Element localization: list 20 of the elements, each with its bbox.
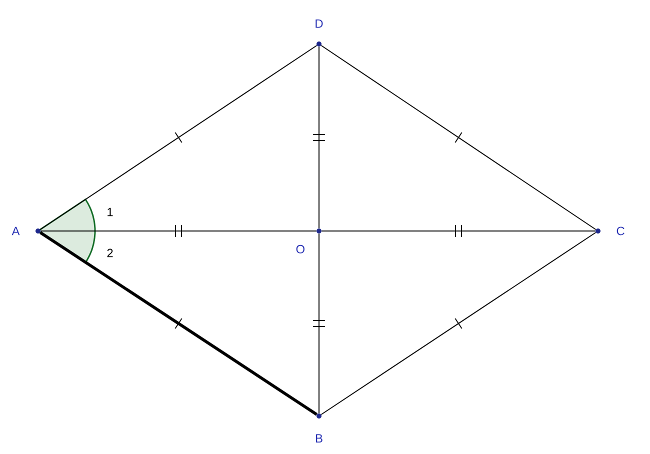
line-segment xyxy=(318,46,320,229)
line-segment xyxy=(40,45,318,230)
node-label: A xyxy=(12,226,20,236)
node-label: D xyxy=(316,20,323,28)
point: D xyxy=(316,20,323,46)
point: C xyxy=(596,226,624,236)
line-segment xyxy=(320,232,596,415)
line-segment xyxy=(321,230,596,232)
angle-label: 1 xyxy=(108,208,113,216)
angle-label: 2 xyxy=(107,248,113,258)
line-segment xyxy=(320,45,596,230)
point: B xyxy=(316,414,322,442)
point: A xyxy=(12,226,40,236)
node-label: O xyxy=(296,244,304,254)
line-segment xyxy=(40,230,317,232)
line-segment xyxy=(318,233,320,414)
node-label: C xyxy=(616,226,624,236)
node-label: B xyxy=(316,434,322,442)
line-segment xyxy=(39,231,318,416)
point: O xyxy=(296,228,322,254)
